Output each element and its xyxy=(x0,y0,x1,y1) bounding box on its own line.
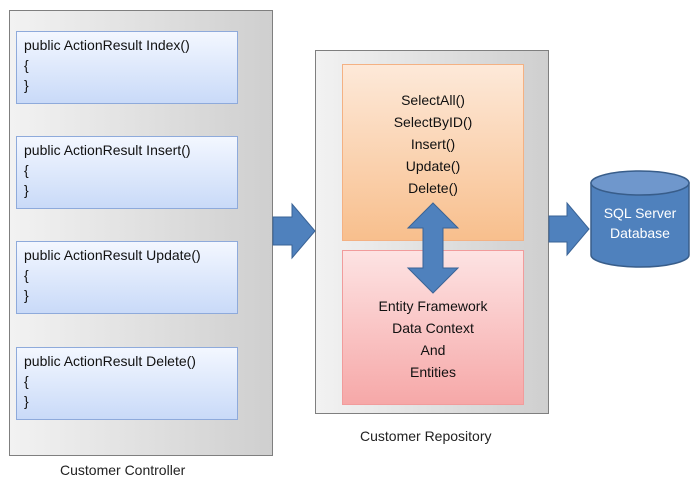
index-method-box: public ActionResult Index() { } xyxy=(16,31,238,104)
update-method-signature: public ActionResult Update() xyxy=(24,247,201,263)
insert-method-box: public ActionResult Insert() { } xyxy=(16,136,238,209)
insert-method-signature: public ActionResult Insert() xyxy=(24,142,191,158)
delete-method-box: public ActionResult Delete() { } xyxy=(16,347,238,420)
index-method-signature: public ActionResult Index() xyxy=(24,37,190,53)
index-method-open-brace: { xyxy=(24,57,29,73)
insert-method-close-brace: } xyxy=(24,182,29,198)
database-cylinder-icon xyxy=(590,170,690,268)
database-label-line2: Database xyxy=(610,225,670,241)
context-line-and: And xyxy=(420,342,446,358)
operation-select-by-id: SelectByID() xyxy=(393,114,473,130)
operation-delete: Delete() xyxy=(408,180,458,196)
context-line-data-context: Data Context xyxy=(392,320,474,336)
operation-insert: Insert() xyxy=(410,136,456,152)
delete-method-close-brace: } xyxy=(24,393,29,409)
delete-method-signature: public ActionResult Delete() xyxy=(24,353,196,369)
context-line-entities: Entities xyxy=(410,364,456,380)
controller-to-repository-arrow xyxy=(272,202,316,260)
update-method-box: public ActionResult Update() { } xyxy=(16,241,238,314)
delete-method-open-brace: { xyxy=(24,373,29,389)
bidirectional-arrow xyxy=(406,202,460,294)
update-method-close-brace: } xyxy=(24,287,29,303)
update-method-open-brace: { xyxy=(24,267,29,283)
operation-select-all: SelectAll() xyxy=(401,92,465,108)
repository-to-database-arrow xyxy=(548,201,590,257)
repository-caption: Customer Repository xyxy=(360,428,492,444)
operation-update: Update() xyxy=(405,158,461,174)
index-method-close-brace: } xyxy=(24,77,29,93)
database-label-line1: SQL Server xyxy=(604,205,677,221)
context-line-entity-framework: Entity Framework xyxy=(378,298,488,314)
controller-caption: Customer Controller xyxy=(60,462,186,478)
insert-method-open-brace: { xyxy=(24,162,29,178)
